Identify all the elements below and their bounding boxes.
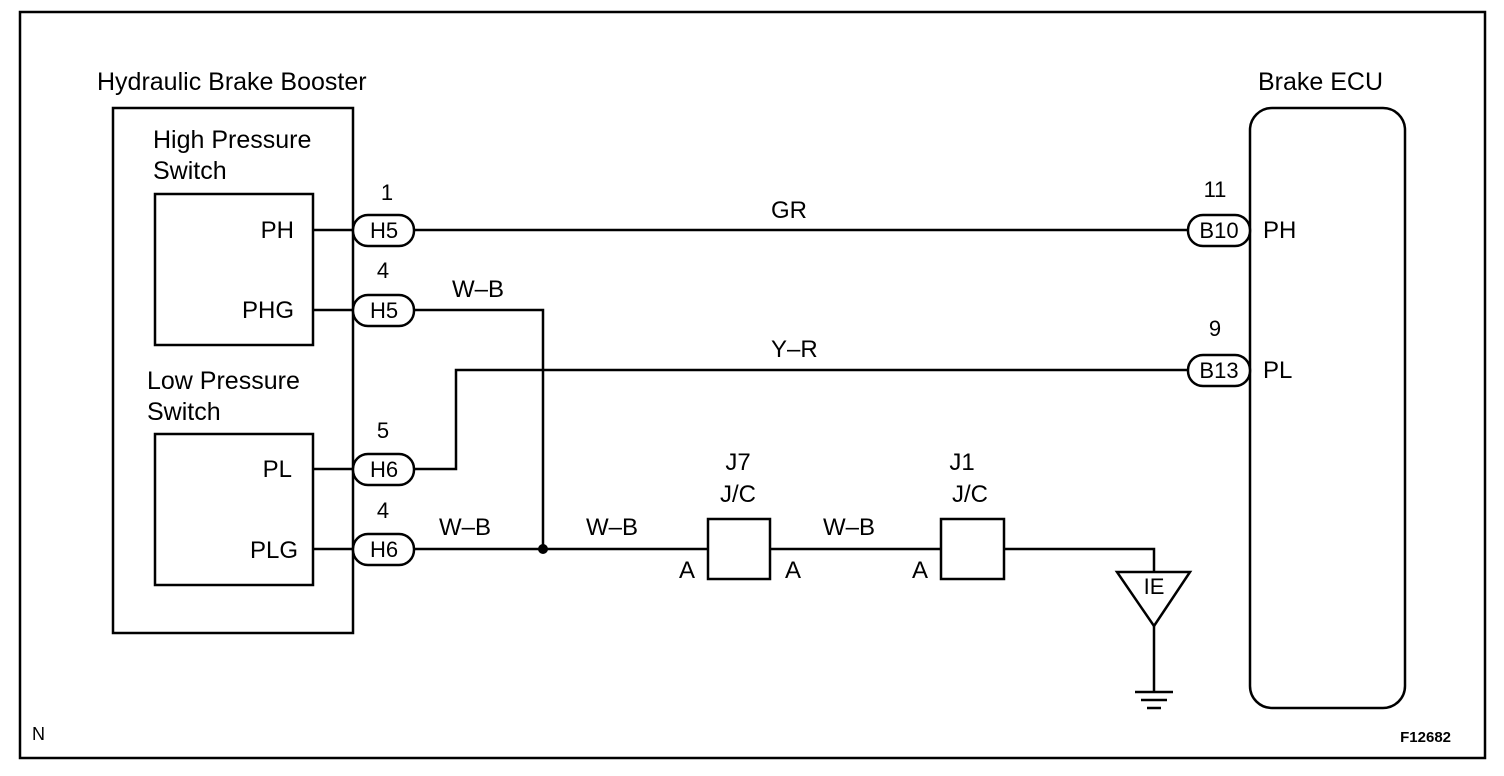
wire-label-yr: Y–R <box>771 336 818 363</box>
figure-code: F12682 <box>1400 729 1451 746</box>
splice-point <box>538 544 548 554</box>
connector-h5-top-label: H5 <box>370 218 398 243</box>
high-switch-pin-phg: PHG <box>242 297 294 324</box>
connector-h5-bottom: H5 <box>351 293 416 328</box>
pin-number-h6-bottom: 4 <box>377 498 389 523</box>
connector-h6-top-label: H6 <box>370 457 398 482</box>
j7-terminal-left: A <box>679 557 695 584</box>
high-pressure-switch-box <box>153 192 315 347</box>
ecu-pin-pl: PL <box>1263 357 1292 384</box>
connector-h6-top: H6 <box>351 452 416 487</box>
high-switch-pin-ph: PH <box>261 217 294 244</box>
connector-h6-bottom-label: H6 <box>370 537 398 562</box>
wire-yr <box>414 368 1188 471</box>
connector-b10: B10 <box>1186 213 1252 248</box>
low-pressure-switch-box <box>153 432 315 587</box>
pin-number-b13: 9 <box>1209 316 1221 341</box>
j1-terminal-left: A <box>912 557 928 584</box>
connector-h5-top: H5 <box>351 213 416 248</box>
pin-number-b10: 11 <box>1204 177 1227 202</box>
low-switch-pin-pl: PL <box>263 456 292 483</box>
connector-h5-bottom-label: H5 <box>370 298 398 323</box>
connector-b10-label: B10 <box>1199 218 1238 243</box>
ground-point-triangle <box>1114 570 1193 629</box>
corner-mark-left: N <box>32 724 45 744</box>
high-switch-label-1: High Pressure <box>153 126 311 154</box>
pin-number-h6-top: 5 <box>377 418 389 443</box>
wire-label-wb-plg: W–B <box>439 514 491 541</box>
low-switch-label-2: Switch <box>147 398 221 426</box>
diagram-frame <box>18 10 1487 760</box>
ecu-pin-ph: PH <box>1263 217 1296 244</box>
connector-b13: B13 <box>1186 353 1252 388</box>
j1-type: J/C <box>952 481 988 508</box>
wire-wb-right <box>1004 547 1156 572</box>
booster-title: Hydraulic Brake Booster <box>97 68 367 96</box>
j7-terminal-right: A <box>785 557 801 584</box>
connector-h6-bottom: H6 <box>351 532 416 567</box>
wire-wb-phg <box>414 308 545 549</box>
ground-point-label: IE <box>1144 574 1165 599</box>
pin-number-h5-bottom: 4 <box>377 258 389 283</box>
j7-type: J/C <box>720 481 756 508</box>
wire-label-wb-right: W–B <box>823 514 875 541</box>
wire-label-wb-mid: W–B <box>586 514 638 541</box>
junction-j7-box <box>706 517 772 581</box>
wire-label-wb-phg: W–B <box>452 276 504 303</box>
j1-name: J1 <box>949 449 974 476</box>
wire-label-gr: GR <box>771 197 807 224</box>
connector-b13-label: B13 <box>1199 358 1238 383</box>
ecu-title: Brake ECU <box>1258 68 1383 96</box>
junction-j1-box <box>939 517 1006 581</box>
pin-number-h5-top: 1 <box>381 180 393 205</box>
ground-icon <box>1135 690 1173 710</box>
low-switch-label-1: Low Pressure <box>147 367 300 395</box>
ecu-box <box>1248 106 1407 710</box>
low-switch-pin-plg: PLG <box>250 537 298 564</box>
high-switch-label-2: Switch <box>153 157 227 185</box>
j7-name: J7 <box>725 449 750 476</box>
